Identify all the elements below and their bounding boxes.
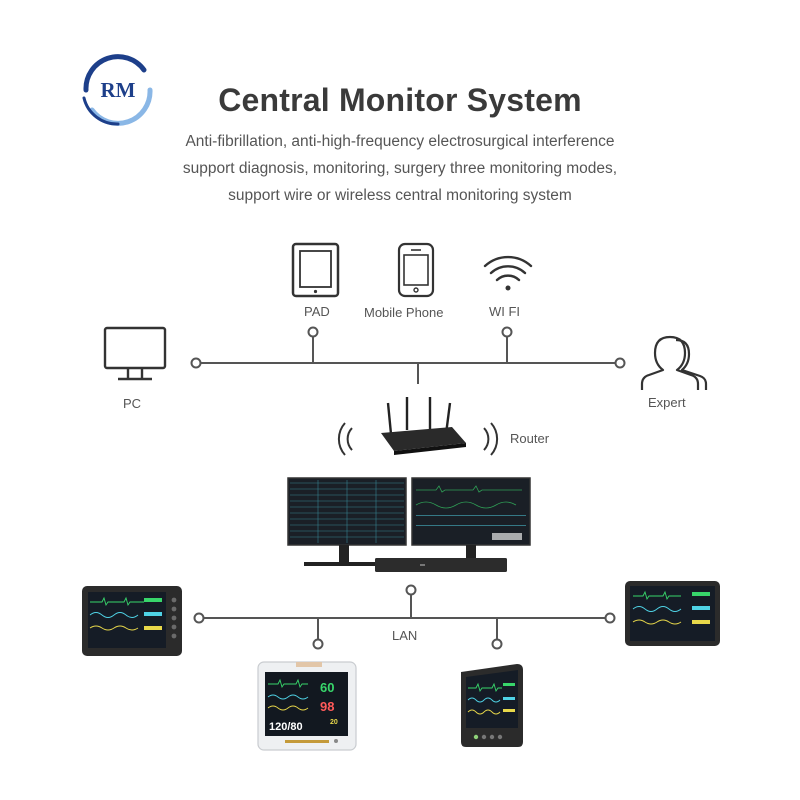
bus-node-left [190,357,202,369]
subtitle-line-3: support wire or wireless central monitor… [228,187,572,204]
page-title: Central Monitor System [218,82,582,118]
page-subtitle: Anti-fibrillation, anti-high-frequency e… [120,128,680,209]
label-pc: PC [123,396,142,411]
patient-monitor-left [82,586,182,656]
subtitle-line-1: Anti-fibrillation, anti-high-frequency e… [185,133,615,150]
lan-node-monitor-b [491,638,503,650]
expert-users-icon [640,335,708,390]
monitor-nibp-value: 120/80 [269,721,303,733]
label-router: Router [510,431,550,446]
brand-logo-text: RM [100,78,136,102]
label-lan: LAN [392,628,418,643]
lan-node-right [604,612,616,624]
lan-node-left [193,612,205,624]
label-mobile-phone: Mobile Phone [364,305,444,320]
patient-monitor-bedside: 60 98 20 120/80 [257,661,357,751]
patient-monitor-right [625,581,720,646]
bus-node-wifi [501,326,513,338]
monitor-resp-value: 20 [330,719,338,726]
subtitle-line-2: support diagnosis, monitoring, surgery t… [182,160,618,177]
mobile-phone-icon [397,242,435,298]
bus-node-right [614,357,626,369]
label-wifi: WI FI [489,304,521,319]
router-icon [337,397,499,456]
lan-node-top [405,584,417,596]
wifi-icon [483,255,533,291]
monitor-spo2-value: 98 [320,699,334,714]
bus-node-pad [307,326,319,338]
label-expert: Expert [648,395,686,410]
label-pad: PAD [304,304,330,319]
tablet-icon [291,242,340,298]
central-station [287,477,531,572]
patient-monitor-portable [461,664,523,747]
lan-node-monitor-a [312,638,324,650]
brand-logo [82,54,153,126]
upper-network-bus [196,336,620,384]
monitor-hr-value: 60 [320,680,334,695]
pc-monitor-icon [103,326,167,381]
